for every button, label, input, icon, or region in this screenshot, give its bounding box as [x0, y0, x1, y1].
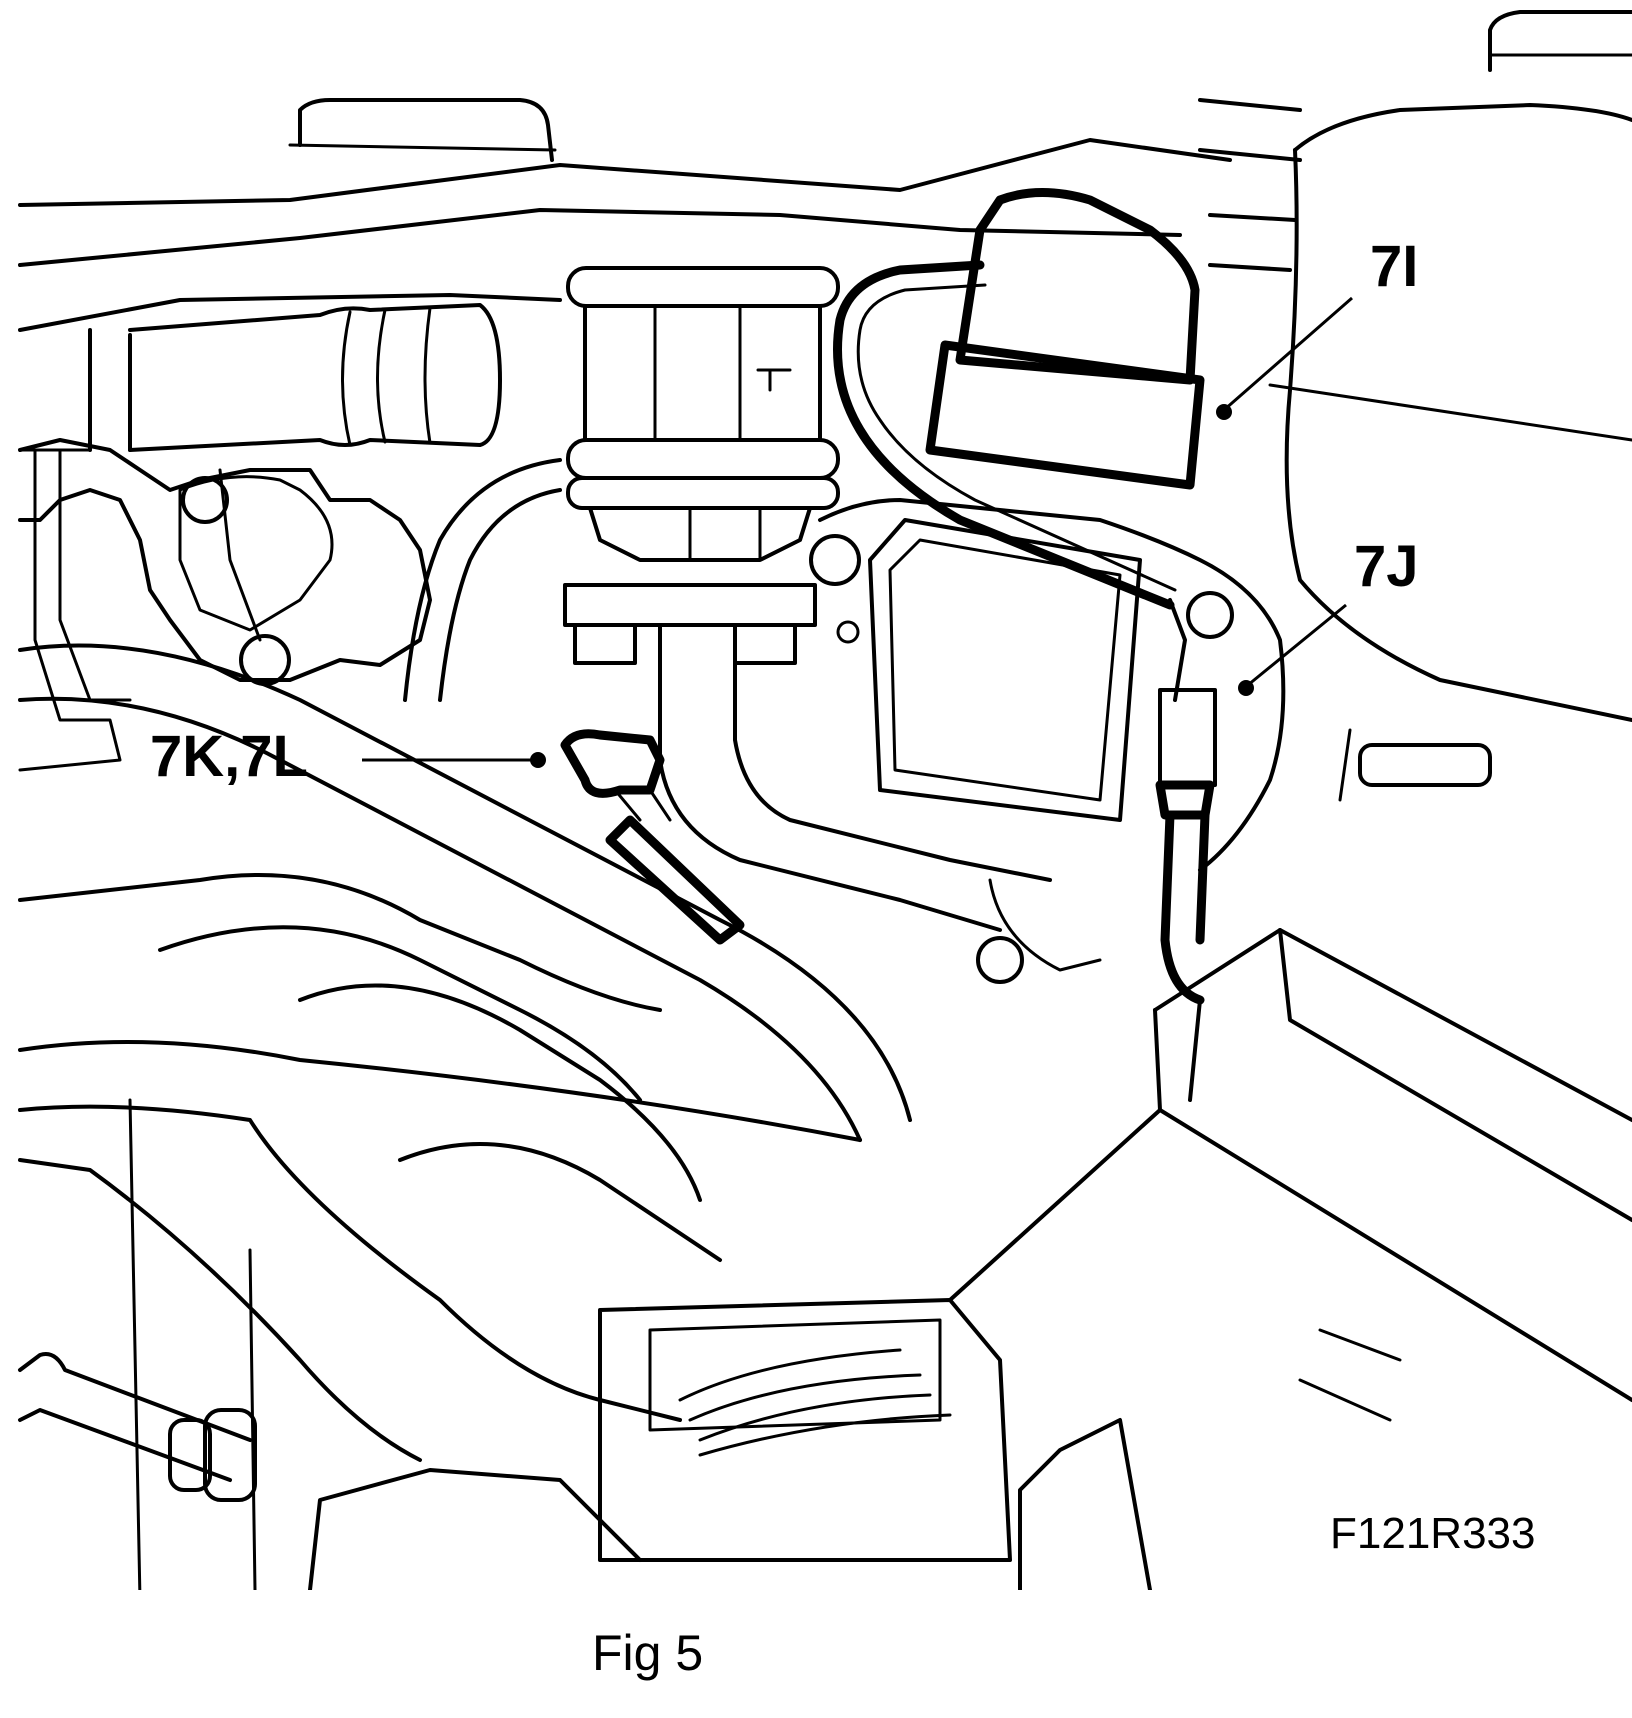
callout-7i: 7I [1370, 234, 1419, 299]
intake-runners [18, 873, 722, 1590]
pipe-stub [18, 1352, 257, 1502]
ecu-connector [598, 1298, 1012, 1562]
figure-caption: Fig 5 [592, 1625, 704, 1681]
solenoid-valve-body [809, 498, 1286, 984]
egr-pipe [658, 623, 1052, 932]
engine-line-drawing [18, 10, 1632, 1590]
upper-left-hose [18, 303, 502, 452]
vacuum-line-7i [833, 260, 1217, 1005]
leader-dot-7k-7l [530, 752, 546, 768]
vacuum-actuator [925, 188, 1205, 490]
wiring-loom-left [18, 643, 912, 1462]
lower-body-outline [308, 1328, 1402, 1590]
leader-7i [1223, 296, 1353, 412]
left-vacuum-hose [403, 458, 562, 702]
leader-dot-7i [1216, 404, 1232, 420]
air-duct [948, 928, 1632, 1402]
expansion-tank [1268, 10, 1632, 722]
egr-valve [563, 266, 840, 665]
figure-reference-code: F121R333 [1330, 1509, 1536, 1558]
tank-hoses [1198, 98, 1492, 802]
connector-7k-7l [560, 729, 745, 945]
left-manifold-plate [18, 438, 432, 772]
callout-7k-7l: 7K,7L [150, 724, 308, 789]
callout-7j: 7J [1354, 534, 1419, 599]
leader-dot-7j [1238, 680, 1254, 696]
engine-cover-outline [18, 98, 1232, 332]
leader-7j [1247, 603, 1347, 687]
callout-leaders [362, 296, 1353, 768]
